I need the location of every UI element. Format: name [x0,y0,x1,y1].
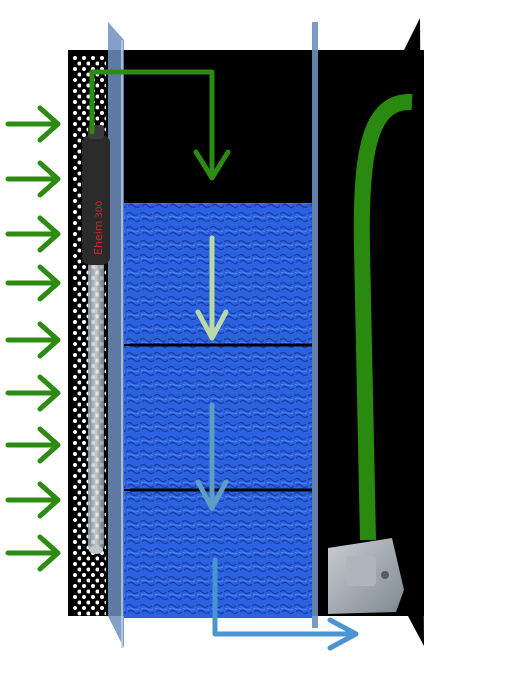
intake-arrow [5,215,61,253]
heater-head [82,135,110,265]
sponge-top [124,203,312,344]
pump-hose [353,94,413,541]
glass-divider-left [108,22,124,648]
intake-arrow [5,426,61,464]
intake-arrow [5,481,61,519]
flow-arrow-outlet [212,557,359,651]
flow-arrow-sponge-2 [195,402,229,511]
sponge-bottom [124,491,312,618]
intake-arrow [5,321,61,359]
heater-tube [88,250,104,552]
intake-arrow [5,160,61,198]
tank-right-panel [404,18,424,646]
glass-divider-right [312,22,318,628]
heater-brand-label: Eheim [92,221,105,255]
heater-model-label: 300 [95,201,105,218]
sponge-middle [124,346,312,489]
flow-arrow-sponge-1 [195,235,229,341]
flow-arrow-top [89,69,231,181]
intake-arrow [5,105,61,143]
intake-arrow [5,264,61,302]
intake-arrow [5,534,61,572]
pump [328,538,404,614]
intake-arrow [5,374,61,412]
intake-arrows [5,105,61,572]
heater: Eheim 300 [82,125,110,554]
